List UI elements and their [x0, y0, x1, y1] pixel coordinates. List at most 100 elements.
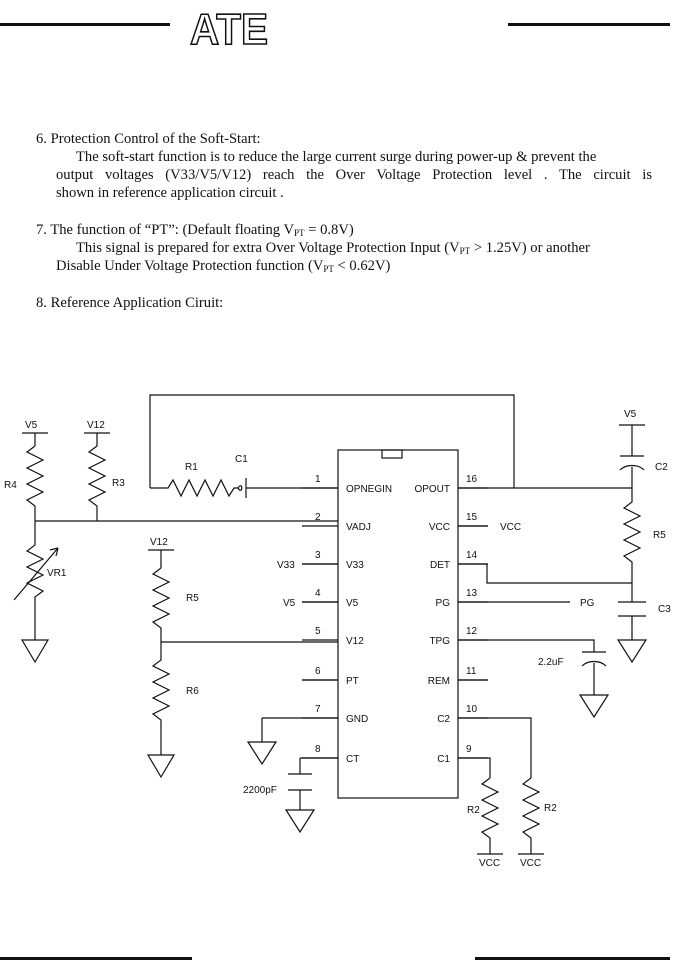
ic-pin-name: DET [430, 560, 450, 571]
section-8-heading: 8. Reference Application Ciruit: [36, 295, 224, 311]
ic-pin-number: 14 [466, 550, 478, 561]
section-6-line2: output voltages (V33/V5/V12) reach the O… [56, 167, 652, 183]
v12-left-bar [84, 432, 110, 446]
c3-capacitor [618, 601, 646, 640]
r1-resistor [150, 478, 238, 498]
section-7-line2: Disable Under Voltage Protection functio… [56, 258, 391, 274]
ate-logo: ATE [189, 4, 269, 50]
ic-pin-number: 7 [315, 704, 321, 715]
footer-rule-left [0, 957, 192, 960]
ic-pin-number: 11 [466, 666, 477, 677]
r5-left-label: R5 [186, 593, 199, 604]
v5-right-bar [619, 424, 645, 456]
c2-pin-wire [458, 717, 532, 778]
pg-out-label: PG [580, 598, 595, 609]
ic-pin-number: 8 [315, 744, 321, 755]
vcc-out-label: VCC [500, 522, 521, 533]
v33-input-label: V33 [277, 560, 295, 571]
ground-ct [284, 809, 316, 834]
ground-r6 [146, 754, 176, 779]
ic-pin-name: REM [428, 676, 450, 687]
logo-text: ATE [190, 5, 268, 50]
ic-pin-name: C1 [437, 754, 450, 765]
footer-rule-right [475, 957, 670, 960]
ic-pin-number: 12 [466, 626, 478, 637]
ic-pin-number: 13 [466, 588, 478, 599]
v5-left-bar [22, 432, 48, 446]
v12-mid-label: V12 [150, 537, 168, 548]
r1-label: R1 [185, 462, 198, 473]
c1-capacitor [237, 478, 338, 498]
ic-body [337, 449, 459, 799]
v12-left-label: V12 [87, 420, 105, 431]
header-rule-left [0, 23, 170, 26]
ic-pin-name: V12 [346, 636, 364, 647]
c2-capacitor [619, 455, 645, 488]
ic-pin-number: 6 [315, 666, 321, 677]
ic-pin-number: 2 [315, 512, 321, 523]
ic-pin-name: PT [346, 676, 359, 687]
r6-label: R6 [186, 686, 199, 697]
section-7-heading: 7. The function of “PT”: (Default floati… [36, 222, 354, 238]
ic-pin-number: 10 [466, 704, 478, 715]
ic-pin-number: 16 [466, 474, 478, 485]
ground-c3 [616, 639, 648, 664]
section-6-line3: shown in reference application circuit . [56, 185, 284, 201]
ic-pin-number: 15 [466, 512, 478, 523]
r4-resistor [25, 445, 45, 521]
r2-a-resistor [480, 777, 500, 854]
gnd-wire [261, 717, 338, 742]
r2-b-resistor [521, 777, 541, 854]
r5-left-resistor [151, 567, 171, 642]
ic-pin-number: 3 [315, 550, 321, 561]
c1-pin-wire [458, 757, 491, 778]
r3-resistor [87, 445, 107, 521]
ic-pin-number: 9 [466, 744, 472, 755]
ground-vr1 [20, 639, 50, 664]
ct-wire [288, 757, 338, 810]
ground-gnd [246, 741, 278, 766]
vr1-arrow [13, 547, 59, 601]
ic-pin-number: 5 [315, 626, 321, 637]
ic-notch [381, 449, 403, 459]
c2-label: C2 [655, 462, 668, 473]
c3-label: C3 [658, 604, 671, 615]
cap-22-label: 2.2uF [538, 657, 564, 668]
r3-label: R3 [112, 478, 125, 489]
vcc-b-label: VCC [520, 858, 541, 869]
section-6-line1: The soft-start function is to reduce the… [76, 149, 597, 165]
ic-pin-name: OPOUT [414, 484, 450, 495]
ic-pin-name: TPG [429, 636, 450, 647]
ic-pin-name: PG [436, 598, 451, 609]
v5-right-label: V5 [624, 409, 637, 420]
ic-pin-name: C2 [437, 714, 450, 725]
tpg-wire [458, 639, 607, 695]
r5-right-label: R5 [653, 530, 666, 541]
ic-pin-name: OPNEGIN [346, 484, 392, 495]
det-wire [458, 563, 632, 584]
vr1-resistor [25, 521, 45, 640]
ic-pin-name: GND [346, 714, 368, 725]
ic-pin-name: VCC [429, 522, 450, 533]
cap-2200-label: 2200pF [243, 785, 277, 796]
ic-pin-name: V33 [346, 560, 364, 571]
v5-left-label: V5 [25, 420, 38, 431]
r2-b-label: R2 [544, 803, 557, 814]
ic-pin-name: V5 [346, 598, 359, 609]
v12-mid-bar [148, 549, 174, 568]
ground-tpg [578, 694, 610, 719]
r2-a-label: R2 [467, 805, 480, 816]
c1-label: C1 [235, 454, 248, 465]
v5-input-label: V5 [283, 598, 296, 609]
feedback-wire [149, 394, 515, 488]
vcc-a-label: VCC [479, 858, 500, 869]
r6-resistor [151, 642, 171, 755]
ic-pin-number: 4 [315, 588, 321, 599]
r4-label: R4 [4, 480, 17, 491]
ic-pin-name: CT [346, 754, 359, 765]
section-6-heading: 6. Protection Control of the Soft-Start: [36, 131, 261, 147]
vr1-label: VR1 [47, 568, 67, 579]
